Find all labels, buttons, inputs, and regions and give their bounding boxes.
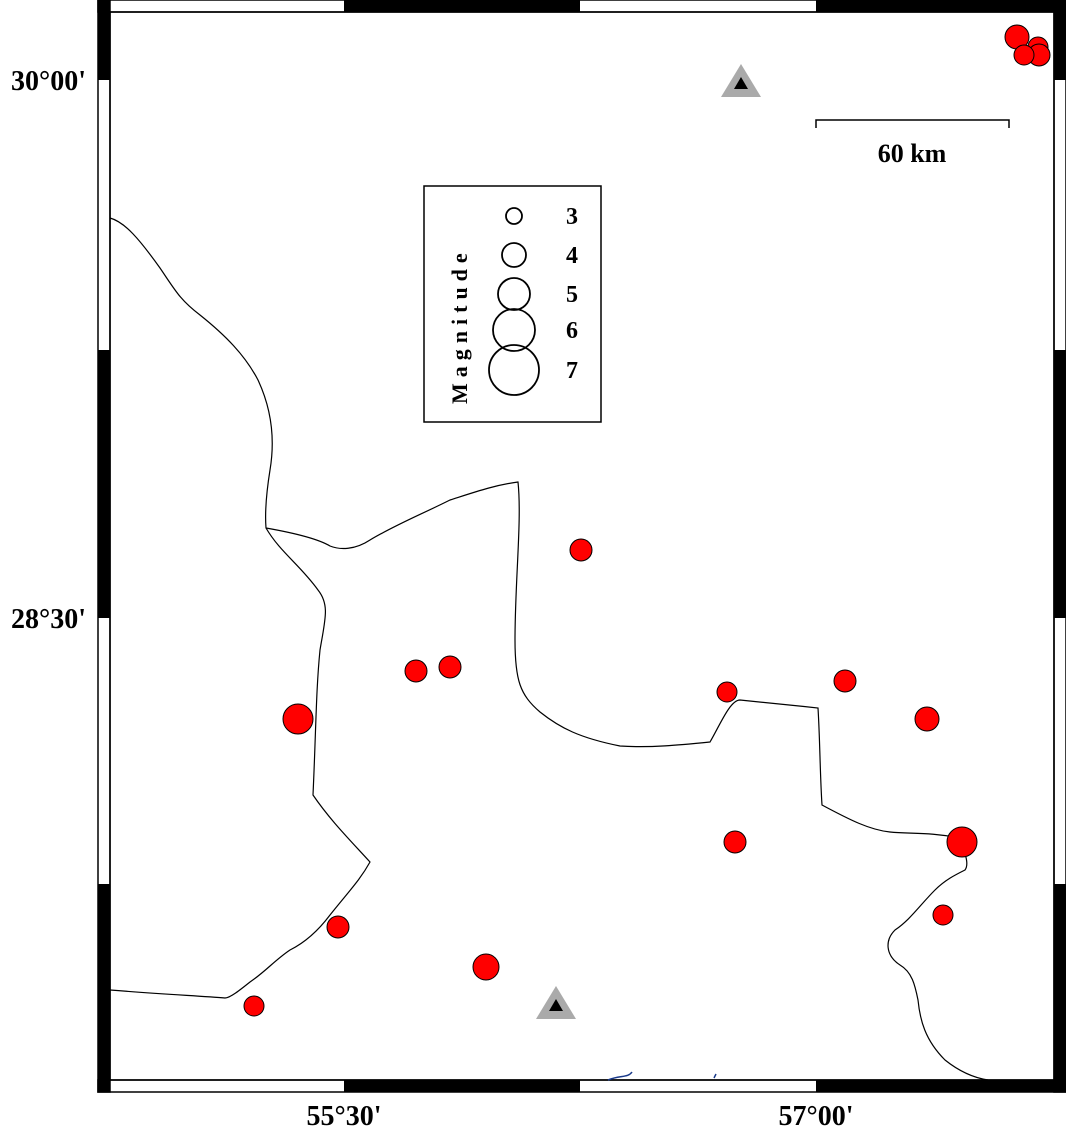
boundary-central <box>265 481 961 839</box>
magnitude-legend: Magnitude 3 4 5 6 7 <box>423 185 602 423</box>
province-boundaries <box>109 217 989 1081</box>
station-triangle-icon <box>721 64 761 97</box>
earthquake-event <box>914 706 940 732</box>
lon-label-55-30: 55°30' <box>307 1101 382 1131</box>
legend-label-5: 5 <box>566 282 578 308</box>
earthquake-event <box>946 826 978 858</box>
earthquake-event <box>932 904 954 926</box>
lon-label-57-00: 57°00' <box>779 1101 854 1131</box>
earthquake-event <box>404 659 428 683</box>
legend-entries: 3 4 5 6 7 <box>488 204 578 396</box>
legend-label-4: 4 <box>566 243 578 269</box>
earthquake-event <box>243 995 265 1017</box>
earthquake-event <box>569 538 593 562</box>
earthquake-event <box>716 681 738 703</box>
legend-circle-3 <box>505 207 523 225</box>
map-frame <box>97 0 1066 1093</box>
legend-label-6: 6 <box>566 318 578 344</box>
legend-box <box>423 185 602 423</box>
legend-circle-7 <box>488 344 540 396</box>
legend-title: Magnitude <box>447 247 472 404</box>
scale-bar: 60 km <box>815 119 1010 168</box>
axis-labels: 30°00' 28°30' 55°30' 57°00' <box>11 66 853 1131</box>
scale-bar-line <box>815 119 1010 128</box>
station-triangle-icon <box>536 986 576 1019</box>
legend-circle-6 <box>492 308 536 352</box>
earthquake-event <box>282 703 314 735</box>
legend-circle-4 <box>501 242 527 268</box>
boundary-east <box>887 837 989 1081</box>
legend-label-7: 7 <box>566 358 578 384</box>
legend-label-3: 3 <box>566 204 578 230</box>
earthquake-event <box>1013 44 1035 66</box>
earthquake-event <box>438 655 462 679</box>
earthquake-event <box>723 830 747 854</box>
water-fragment <box>607 1071 717 1081</box>
earthquake-event <box>472 953 500 981</box>
earthquake-event <box>833 669 857 693</box>
lat-label-30-00: 30°00' <box>11 66 86 97</box>
stations <box>536 64 761 1019</box>
earthquake-event <box>326 915 350 939</box>
legend-circle-5 <box>497 277 531 311</box>
boundary-west <box>109 217 371 999</box>
scale-bar-label: 60 km <box>878 139 947 168</box>
lat-label-28-30: 28°30' <box>11 604 86 635</box>
earthquake-events <box>243 24 1051 1017</box>
